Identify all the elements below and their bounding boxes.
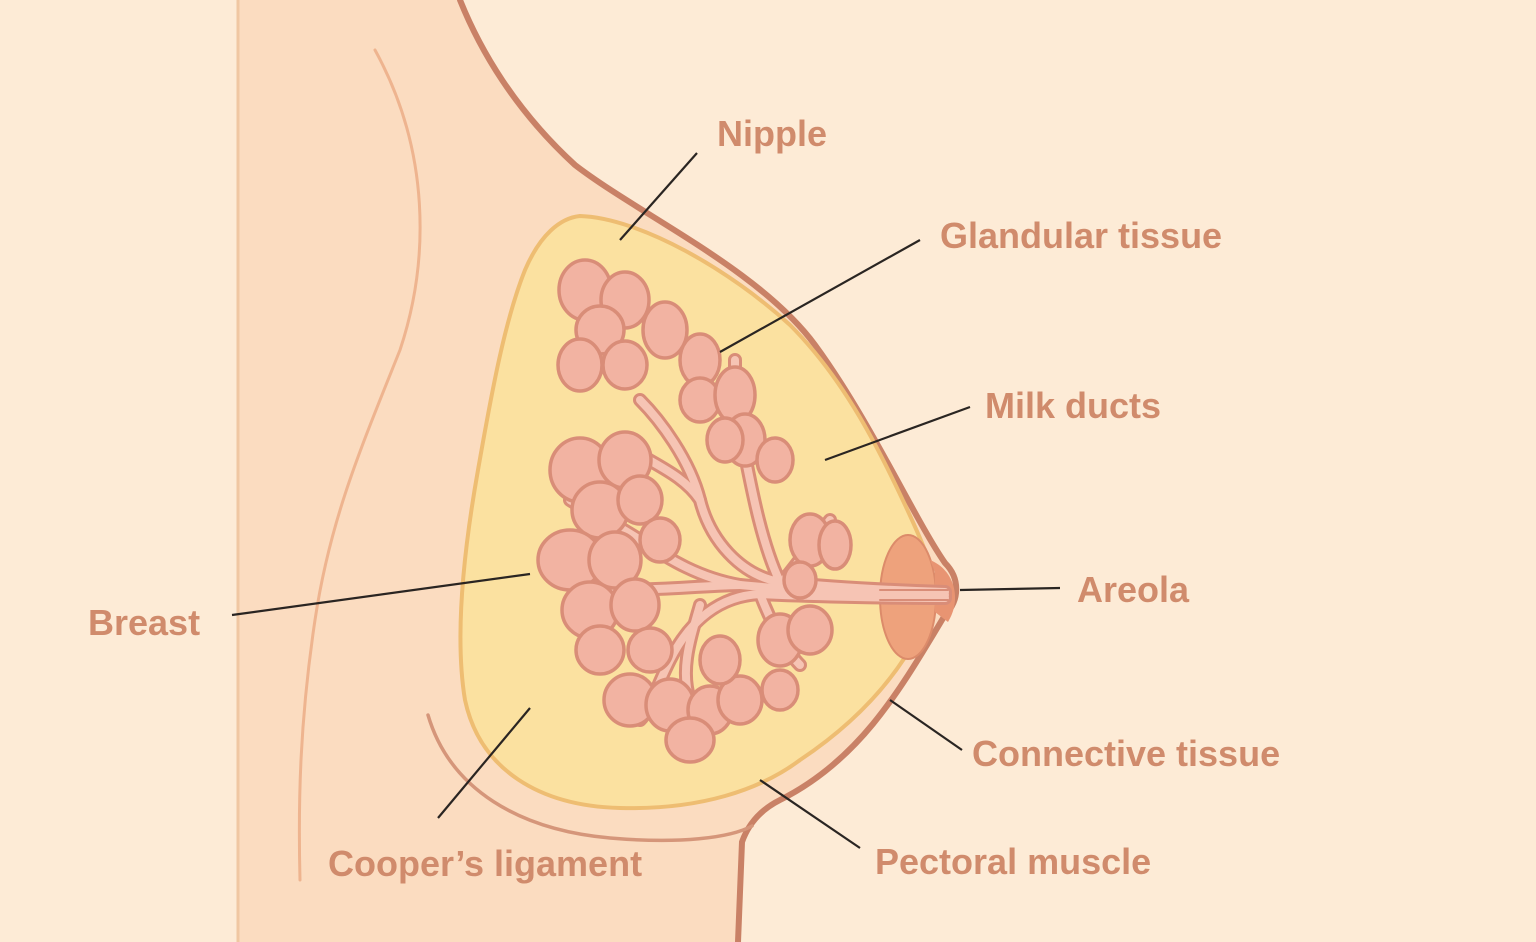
- lobule-5: [556, 337, 604, 393]
- label-milk-ducts: Milk ducts: [985, 385, 1161, 426]
- label-areola: Areola: [1077, 569, 1190, 610]
- leader-areola: [959, 586, 1061, 592]
- body-contour-line: [297, 48, 422, 882]
- leader-coopers-ligament: [437, 707, 531, 819]
- label-connective-tissue: Connective tissue: [972, 733, 1280, 774]
- leader-milk-ducts: [824, 405, 971, 462]
- lobule-19: [638, 516, 682, 564]
- leader-connective-tissue: [889, 699, 963, 751]
- label-coopers-ligament: Cooper’s ligament: [328, 843, 642, 884]
- lobule-21: [609, 577, 661, 633]
- leader-nipple: [619, 152, 698, 241]
- lobule-22: [574, 624, 626, 676]
- lobule-32: [760, 668, 800, 712]
- lobule-29: [698, 634, 742, 686]
- label-pectoral-muscle: Pectoral muscle: [875, 841, 1151, 882]
- lobule-12: [705, 416, 745, 464]
- lobule-3: [641, 300, 689, 360]
- lobule-31: [786, 604, 834, 656]
- lobule-34: [817, 519, 853, 571]
- lobule-35: [782, 560, 818, 600]
- inframammary-fold: [426, 713, 754, 843]
- lobule-16: [616, 474, 664, 526]
- label-breast: Breast: [88, 602, 200, 643]
- label-nipple: Nipple: [717, 113, 827, 154]
- leader-lines: [231, 152, 1061, 849]
- lobule-27: [664, 716, 716, 764]
- leader-breast: [231, 572, 531, 617]
- leader-pectoral-muscle: [759, 779, 861, 849]
- label-glandular-tissue: Glandular tissue: [940, 215, 1222, 256]
- labels: Nipple Glandular tissue Milk ducts Areol…: [88, 113, 1280, 884]
- lobule-6: [601, 339, 649, 391]
- torso-outline: [457, 0, 960, 942]
- lobule-11: [755, 436, 795, 484]
- leader-glandular-tissue: [719, 239, 921, 353]
- lobule-28: [716, 674, 764, 726]
- lobule-23: [626, 626, 674, 674]
- glandular-lobules: [536, 258, 853, 764]
